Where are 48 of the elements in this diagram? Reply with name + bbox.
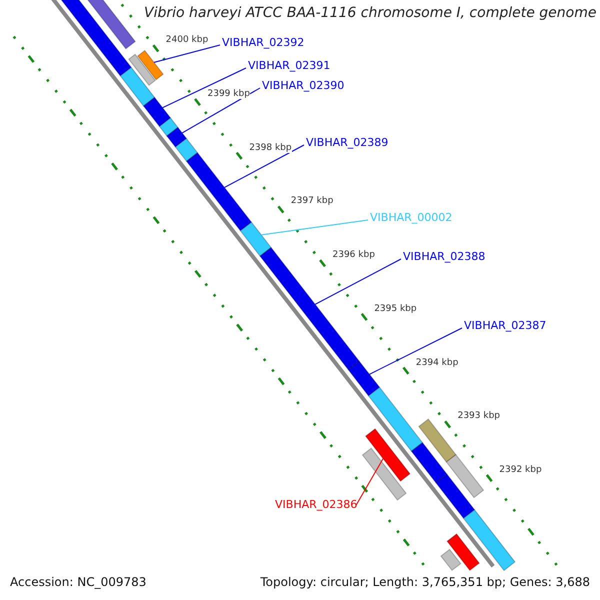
gene-label: VIBHAR_02387 (464, 320, 546, 331)
tick-label: 2394 kbp (416, 358, 458, 368)
gene-bar (137, 50, 164, 80)
gene-bar (435, 474, 476, 519)
tick-label: 2393 kbp (458, 412, 500, 422)
tick-label: 2400 kbp (166, 36, 208, 46)
gene-bar (186, 152, 252, 232)
leader-line (368, 328, 462, 375)
tick-label: 2398 kbp (249, 144, 292, 153)
gene-label: VIBHAR_02392 (222, 37, 304, 48)
gene-bar (462, 509, 516, 572)
gene-bar (446, 454, 484, 498)
leader-line (260, 220, 368, 236)
gene-bar (128, 54, 156, 86)
tick-label: 2397 kbp (290, 197, 334, 206)
gene-bar (446, 533, 480, 572)
gene-bar (58, 0, 132, 77)
gene-bar (240, 222, 272, 257)
gene-bar (362, 448, 407, 501)
tick-label: 2396 kbp (332, 251, 375, 260)
gene-bar (166, 126, 188, 148)
leader-line (314, 258, 402, 305)
gene-label: VIBHAR_02388 (403, 251, 486, 262)
tick-label: 2399 kbp (208, 90, 250, 99)
gene-label: VIBHAR_02390 (262, 80, 344, 91)
gene-label: VIBHAR_02386 (275, 499, 358, 510)
gene-label: VIBHAR_02391 (248, 60, 330, 71)
gene-bar (142, 96, 172, 128)
gene-label: VIBHAR_02389 (306, 137, 388, 148)
gene-bar (418, 418, 457, 463)
gene-bar (364, 428, 411, 482)
accession-text: Accession: NC_009783 (8, 575, 148, 589)
leader-line (182, 88, 260, 134)
leader-line (224, 144, 304, 188)
gene-bar (368, 386, 424, 452)
gene-label: VIBHAR_00002 (370, 212, 452, 223)
leader-line (356, 458, 384, 506)
summary-text: Topology: circular; Length: 3,765,351 bp; Genes: 3,688 (258, 575, 592, 589)
gene-bar (120, 66, 156, 107)
gene-bar (410, 442, 448, 484)
gene-bar (348, 360, 380, 397)
leader-line (154, 44, 220, 63)
leader-line (162, 68, 246, 108)
gene-bar (174, 138, 198, 162)
gene-bar (259, 246, 360, 370)
tick-label: 2395 kbp (374, 304, 417, 314)
gene-bar (158, 117, 179, 137)
tick-label: 2392 kbp (499, 466, 542, 475)
